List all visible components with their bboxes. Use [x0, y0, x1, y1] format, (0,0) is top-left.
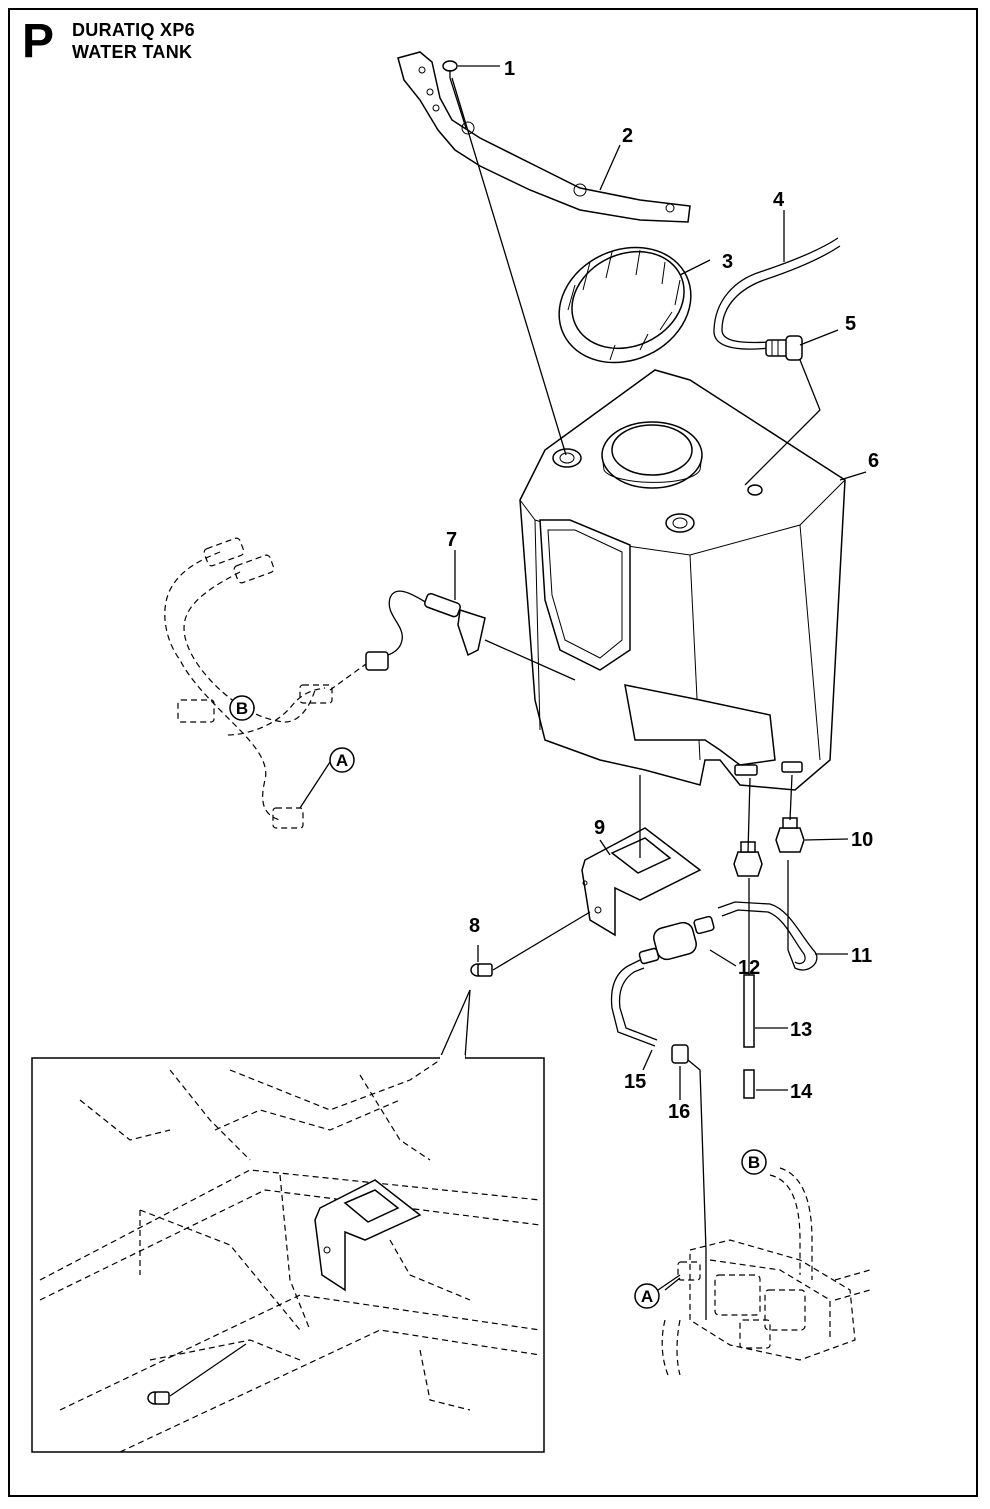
callout-13: 13: [790, 1019, 812, 1041]
callout-1: 1: [504, 58, 515, 80]
part-5-fitting: [765, 335, 803, 361]
part-2-bracket: [397, 51, 691, 223]
callout-4: 4: [773, 189, 785, 211]
part-16-clamp: [671, 1044, 689, 1064]
part-12-filter: [638, 915, 715, 965]
ref-marker-a-pump: A: [634, 1283, 660, 1309]
pump-assembly: [657, 1167, 871, 1376]
part-1-screw: [442, 60, 458, 78]
ref-marker-b-pump: B: [741, 1149, 767, 1175]
callout-10: 10: [851, 829, 873, 851]
reference-markers: B A B A: [229, 695, 767, 1309]
model-name: DURATIQ XP6: [72, 20, 195, 40]
wire-harness-left: [164, 537, 367, 829]
callout-labels: 1 2 3 4 5 6 7 8 9 10 11 12 13 14 15 16: [446, 58, 879, 1123]
callout-9: 9: [594, 817, 605, 839]
callout-14: 14: [790, 1081, 813, 1103]
section-letter: P: [22, 15, 55, 68]
callout-8: 8: [469, 915, 480, 937]
part-10-fitting: [775, 817, 805, 853]
leader-lines: [230, 65, 867, 1291]
callout-3: 3: [722, 251, 733, 273]
callout-16: 16: [668, 1101, 690, 1123]
ref-marker-a-harness: A: [329, 747, 355, 773]
part-13-pipe: [743, 974, 755, 1048]
callout-11: 11: [851, 945, 872, 967]
diagram-border: [8, 8, 978, 1497]
callout-12: 12: [738, 957, 760, 979]
callout-7: 7: [446, 529, 457, 551]
part-3-filler-cap: [558, 246, 692, 364]
callout-2: 2: [622, 125, 633, 147]
callout-6: 6: [868, 450, 879, 472]
part-9-bracket: [581, 827, 702, 937]
callout-5: 5: [845, 313, 856, 335]
diagram-title: WATER TANK: [72, 42, 193, 62]
part-4-hose: [713, 237, 841, 350]
part-14-plug: [743, 1069, 755, 1099]
part-11-elbow-hose: [717, 860, 818, 971]
ref-marker-b-harness: B: [229, 695, 255, 721]
callout-15: 15: [624, 1071, 646, 1093]
part-15-hose: [610, 959, 658, 1047]
ref-letter-a-harness: A: [336, 751, 348, 770]
part-8-bolt: [470, 963, 493, 977]
ref-letter-a-pump: A: [641, 1287, 653, 1306]
ref-letter-b-harness: B: [236, 699, 248, 718]
hose-to-pump: [687, 1059, 707, 1320]
part-7-level-sensor: [365, 590, 486, 671]
detail-inset: [31, 989, 545, 1453]
part-6-water-tank: [519, 369, 846, 791]
ref-letter-b-pump: B: [748, 1153, 760, 1172]
